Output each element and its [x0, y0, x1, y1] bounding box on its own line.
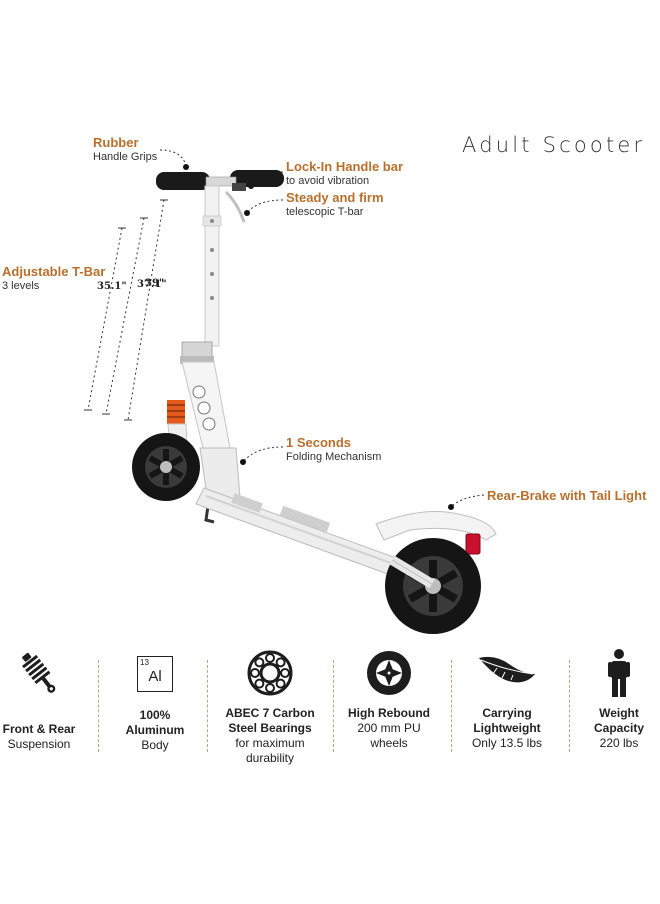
feather-icon	[479, 656, 535, 683]
feature-description: 220 lbs	[599, 736, 639, 750]
feature-weight-capacity: Weight Capacity 220 lbs	[578, 648, 660, 751]
callout-subtitle: Handle Grips	[93, 150, 158, 163]
feature-description: for maximum durability	[235, 736, 305, 765]
feature-description: Only 13.5 lbs	[471, 736, 543, 750]
bearing-icon	[247, 650, 293, 696]
feature-title: ABEC 7 Carbon Steel Bearings	[225, 706, 315, 735]
scooter-illustration	[84, 149, 497, 634]
callout-steady-tbar: Steady and firm telescopic T-bar	[286, 190, 384, 219]
aluminum-element-icon: 13 Al	[137, 656, 173, 692]
callout-rubber-grips: Rubber Handle Grips	[93, 135, 157, 164]
callout-folding-mechanism: 1 Seconds Folding Mechanism	[286, 435, 381, 464]
height-label-mid: 37.1"	[137, 279, 167, 290]
feature-title: Front & Rear	[2, 722, 76, 736]
feature-title: High Rebound	[348, 706, 430, 720]
feature-suspension: Front & Rear Suspension	[0, 648, 78, 752]
height-label-high: 39"	[145, 278, 165, 289]
feature-aluminum-body: 13 Al 100% Aluminum Body	[110, 648, 200, 753]
callout-adjustable-tbar: Adjustable T-Bar 3 levels	[2, 264, 105, 293]
wheel-icon	[367, 651, 411, 695]
element-symbol: Al	[148, 668, 162, 685]
callout-subtitle: 3 levels	[2, 279, 40, 292]
callout-title: Steady and firm	[286, 190, 384, 205]
callout-rear-brake: Rear-Brake with Tail Light	[487, 488, 646, 504]
feature-bearings: ABEC 7 Carbon Steel Bearings for maximum…	[218, 648, 322, 766]
feature-divider	[98, 660, 99, 752]
feature-divider	[207, 660, 208, 752]
feature-lightweight: Carrying Lightweight Only 13.5 lbs	[455, 648, 559, 751]
callout-subtitle: to avoid vibration	[286, 174, 370, 187]
callout-title: Rear-Brake with Tail Light	[487, 488, 647, 503]
feature-title: 100% Aluminum	[125, 708, 185, 737]
element-number: 13	[140, 658, 149, 667]
page-title: Adult Scooter	[462, 133, 646, 157]
feature-description: Suspension	[7, 737, 71, 751]
suspension-icon	[22, 652, 56, 693]
feature-divider	[451, 660, 452, 752]
height-label-low: 35.1"	[97, 281, 127, 292]
callout-subtitle: telescopic T-bar	[286, 205, 364, 218]
height-dimension-lines	[87, 199, 165, 421]
feature-description: Body	[141, 738, 169, 752]
callout-subtitle: Folding Mechanism	[286, 450, 382, 463]
person-icon	[608, 649, 630, 697]
feature-description: 200 mm PU wheels	[357, 721, 421, 750]
callout-title: Lock-In Handle bar	[286, 159, 404, 174]
callout-lock-in-handlebar: Lock-In Handle bar to avoid vibration	[286, 159, 403, 188]
callout-title: Adjustable T-Bar	[2, 264, 106, 279]
feature-divider	[569, 660, 570, 752]
callout-title: Rubber	[93, 135, 139, 150]
feature-divider	[333, 660, 334, 752]
callout-title: 1 Seconds	[286, 435, 352, 450]
feature-title: Carrying Lightweight	[473, 706, 541, 735]
feature-title: Weight Capacity	[593, 706, 645, 735]
feature-wheels: High Rebound 200 mm PU wheels	[339, 648, 439, 751]
